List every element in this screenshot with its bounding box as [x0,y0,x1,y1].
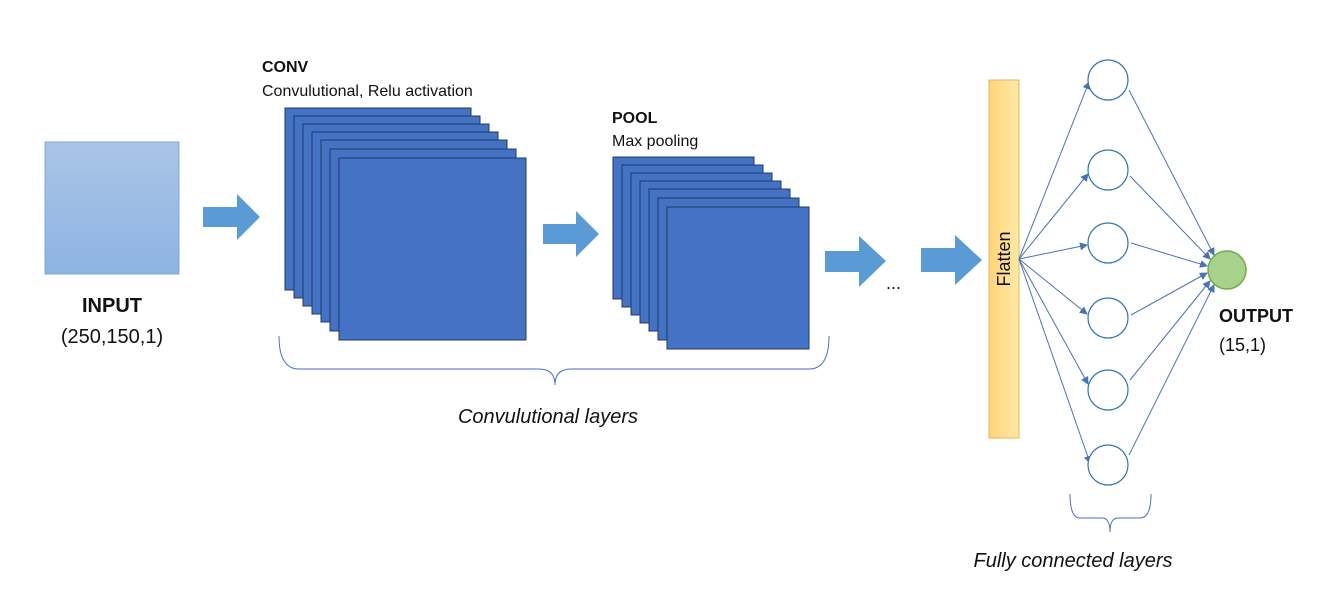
connection-line [1130,242,1208,268]
flatten-label: Flatten [994,231,1014,286]
connection-line [1018,242,1088,260]
connection-line [1130,272,1208,316]
connection-line [1128,89,1215,256]
connection-line [1018,258,1092,464]
pool-title: POOL [612,110,658,127]
pool-feature-map-stack [612,156,810,350]
output-shape: (15,1) [1219,335,1266,355]
hidden-node [1087,149,1129,191]
hidden-node [1087,444,1129,486]
conv-subtitle: Convulutional, Relu activation [262,83,473,100]
hidden-node [1087,59,1129,101]
output-title: OUTPUT [1219,306,1293,326]
pool-subtitle: Max pooling [612,133,698,150]
input-shape: (250,150,1) [61,326,163,348]
input-image-block [44,141,180,275]
arrow-pool-to-next [825,236,886,287]
hidden-node [1087,369,1129,411]
output-node [1207,250,1247,290]
pool-feature-map [666,206,810,350]
conv-layers-label: Convulutional layers [458,406,638,428]
conv-title: CONV [262,59,309,76]
flatten-to-hidden-connections [1018,81,1092,464]
connection-line [1018,173,1089,260]
conv-feature-map [338,157,527,341]
arrow-to-flatten [921,235,982,285]
connection-line [1018,258,1088,315]
connection-line [1129,175,1211,260]
connection-line [1018,81,1091,260]
hidden-node-column [1087,59,1129,486]
connection-line [1128,284,1215,456]
connection-line [1018,258,1089,385]
hidden-node [1087,222,1129,264]
connection-line [1129,280,1211,381]
fc-layers-label: Fully connected layers [974,550,1173,572]
hidden-node [1087,297,1129,339]
conv-feature-map-stack [284,107,527,341]
input-title: INPUT [82,295,142,317]
arrow-input-to-conv [203,194,260,240]
ellipsis-more-layers: ... [886,273,901,293]
hidden-to-output-connections [1128,89,1215,456]
fc-layers-brace [1069,493,1152,533]
conv-layers-brace [278,335,830,386]
arrow-conv-to-pool [543,211,599,257]
flatten-layer-bar [988,79,1020,439]
